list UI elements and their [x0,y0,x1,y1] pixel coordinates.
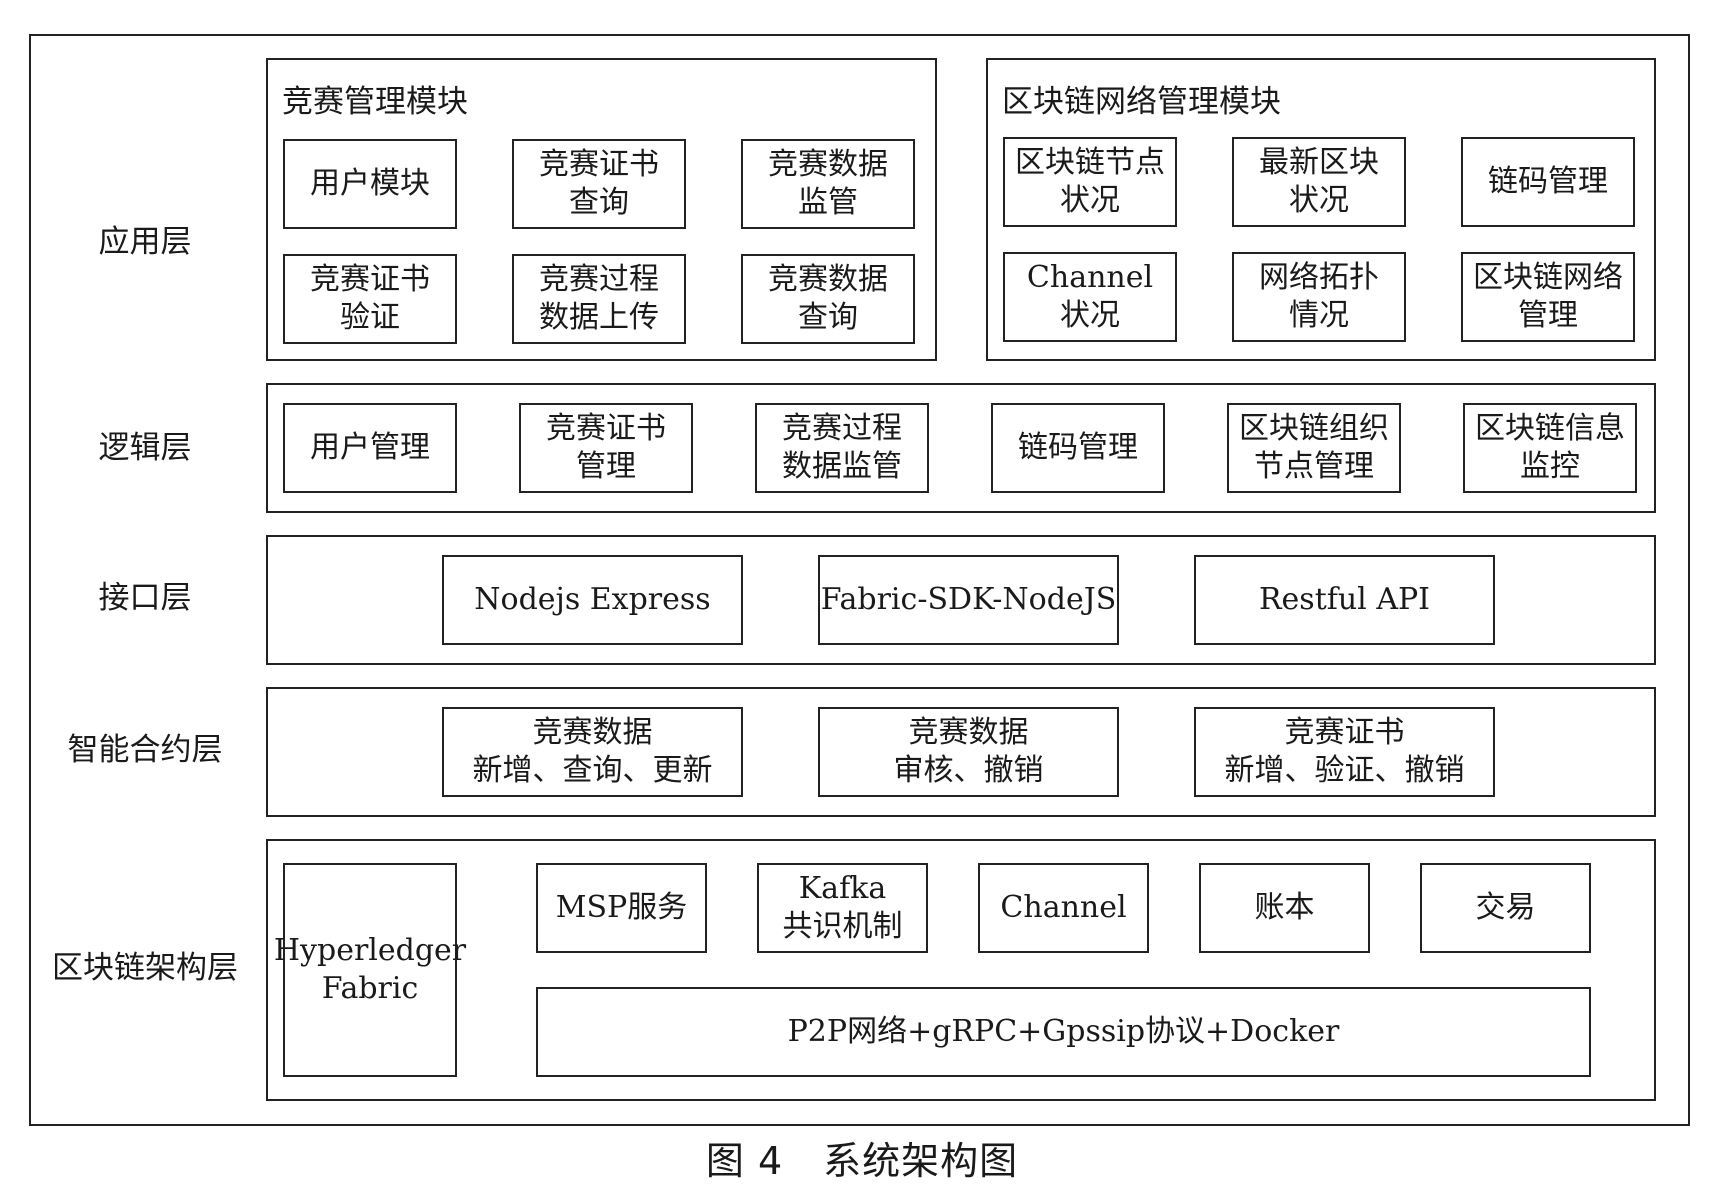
certificate-add-verify-revoke-box: 竞赛证书 新增、验证、撤销 [1194,707,1495,797]
certificate-verify-box: 竞赛证书 验证 [283,254,457,344]
box-line: 查询 [569,185,629,220]
box-line: Fabric [321,971,419,1006]
restful-api-box: Restful API [1194,555,1495,645]
blockchain-network-management-box: 区块链网络 管理 [1461,252,1635,342]
box-line: 数据上传 [539,300,659,335]
certificate-management-box: 竞赛证书 管理 [519,403,693,493]
box-line: 共识机制 [782,909,903,944]
box-line: 区块链信息 [1475,411,1625,446]
box-line: 最新区块 [1259,145,1379,180]
figure-caption: 图 4 系统架构图 [0,1138,1724,1184]
box-line: 用户管理 [310,430,430,465]
nodejs-express-box: Nodejs Express [442,555,743,645]
box-line: 状况 [1060,183,1120,218]
chaincode-management-box: 链码管理 [1461,137,1635,227]
box-line: 状况 [1289,183,1349,218]
network-topology-box: 网络拓扑 情况 [1232,252,1406,342]
node-status-box: 区块链节点 状况 [1003,137,1177,227]
competition-data-query-box: 竞赛数据 查询 [741,254,915,344]
layer-label-contract: 智能合约层 [67,732,223,768]
process-data-upload-box: 竞赛过程 数据上传 [512,254,686,344]
hyperledger-fabric-box: Hyperledger Fabric [274,863,466,1077]
box-line: 审核、撤销 [893,753,1044,788]
p2p-network-box: P2P网络+gRPC+Gpssip协议+Docker [536,987,1591,1077]
box-line: 区块链节点 [1015,145,1165,180]
box-line: 新增、查询、更新 [472,753,713,788]
figure-title: 系统架构图 [823,1139,1019,1183]
box-line: Channel [1026,260,1154,295]
user-module-box: 用户模块 [283,139,457,229]
org-node-management-box: 区块链组织 节点管理 [1227,403,1401,493]
box-line: 查询 [798,300,858,335]
contract-layer-panel [266,687,1656,817]
architecture-frame [29,34,1690,1126]
layer-label-blockchain: 区块链架构层 [52,950,238,986]
box-line: 链码管理 [1018,430,1138,465]
box-line: 竞赛数据 [908,715,1029,750]
blockchain-layer-panel [266,839,1656,1101]
layer-label-interface: 接口层 [98,580,192,616]
box-line: 竞赛证书 [1284,715,1405,750]
box-line: P2P网络+gRPC+Gpssip协议+Docker [787,1014,1340,1049]
box-line: 竞赛证书 [310,262,430,297]
competition-management-panel [266,58,937,361]
fabric-sdk-nodejs-box: Fabric-SDK-NodeJS [818,555,1119,645]
box-line: Fabric-SDK-NodeJS [820,582,1117,617]
box-line: MSP服务 [555,890,688,925]
box-line: 管理 [1518,298,1578,333]
layer-label-application: 应用层 [98,224,192,260]
box-line: 竞赛证书 [539,147,659,182]
box-line: 用户模块 [310,166,430,201]
box-line: 监控 [1520,449,1580,484]
box-line: 账本 [1254,890,1315,925]
certificate-query-box: 竞赛证书 查询 [512,139,686,229]
competition-management-title: 竞赛管理模块 [282,84,468,120]
box-line: 新增、验证、撤销 [1224,753,1465,788]
ledger-box: 账本 [1199,863,1370,953]
box-line: 竞赛证书 [546,411,666,446]
box-line: 管理 [576,449,636,484]
box-line: 区块链组织 [1239,411,1389,446]
channel-status-box: Channel 状况 [1003,252,1177,342]
figure-number: 图 4 [705,1139,784,1183]
process-data-supervision-box: 竞赛过程 数据监管 [755,403,929,493]
box-line: 数据监管 [782,449,902,484]
interface-layer-panel [266,535,1656,665]
box-line: 网络拓扑 [1259,260,1379,295]
box-line: 链码管理 [1488,164,1608,199]
blockchain-info-monitoring-box: 区块链信息 监控 [1463,403,1637,493]
box-line: 区块链网络 [1473,260,1623,295]
data-review-revoke-box: 竞赛数据 审核、撤销 [818,707,1119,797]
msp-service-box: MSP服务 [536,863,707,953]
box-line: Kafka [798,871,887,906]
data-add-query-update-box: 竞赛数据 新增、查询、更新 [442,707,743,797]
transaction-box: 交易 [1420,863,1591,953]
kafka-consensus-box: Kafka 共识机制 [757,863,928,953]
box-line: Restful API [1258,582,1431,617]
box-line: 竞赛过程 [539,262,659,297]
box-line: Hyperledger [273,933,467,968]
user-management-box: 用户管理 [283,403,457,493]
layer-label-logic: 逻辑层 [98,430,192,466]
box-line: 竞赛过程 [782,411,902,446]
channel-box: Channel [978,863,1149,953]
box-line: 竞赛数据 [532,715,653,750]
competition-data-supervision-box: 竞赛数据 监管 [741,139,915,229]
box-line: 节点管理 [1254,449,1374,484]
box-line: 状况 [1060,298,1120,333]
logic-chaincode-management-box: 链码管理 [991,403,1165,493]
box-line: Channel [1000,890,1127,925]
box-line: 监管 [798,185,858,220]
network-management-title: 区块链网络管理模块 [1002,84,1281,120]
box-line: Nodejs Express [474,582,711,617]
box-line: 情况 [1289,298,1349,333]
box-line: 竞赛数据 [768,147,888,182]
network-management-panel [986,58,1656,361]
box-line: 竞赛数据 [768,262,888,297]
box-line: 交易 [1475,890,1536,925]
box-line: 验证 [340,300,400,335]
latest-block-status-box: 最新区块 状况 [1232,137,1406,227]
logic-layer-panel [266,383,1656,513]
